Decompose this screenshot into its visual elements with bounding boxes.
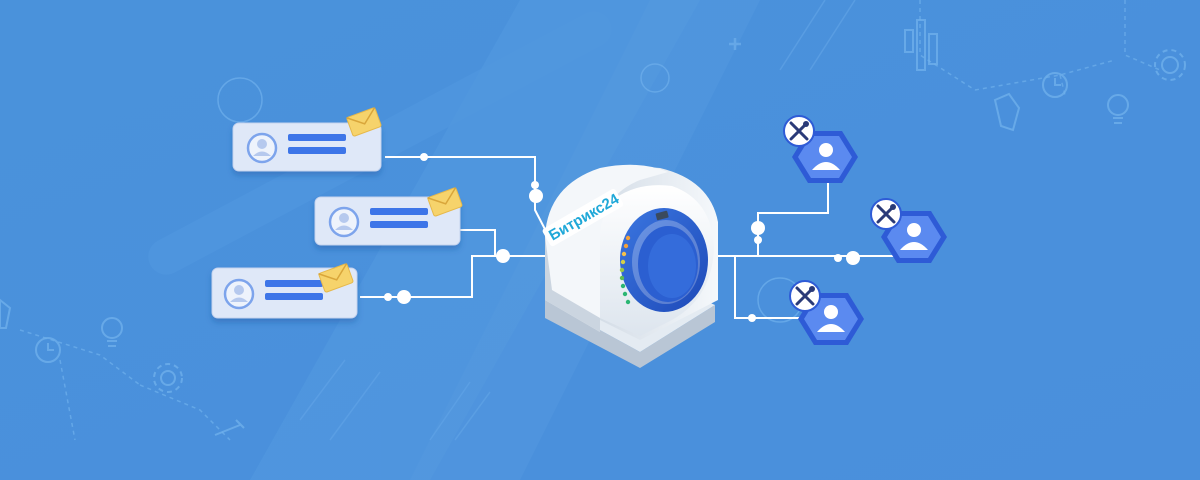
tools-icon — [790, 281, 820, 311]
user-avatar-icon — [225, 280, 253, 308]
tools-icon — [784, 116, 814, 146]
message-line — [370, 208, 428, 215]
user-avatar-icon — [330, 208, 358, 236]
message-line — [288, 134, 346, 141]
tools-icon — [871, 199, 901, 229]
user-avatar-icon — [248, 134, 276, 162]
message-line — [370, 221, 428, 228]
message-line — [265, 293, 323, 300]
message-line — [265, 280, 323, 287]
message-line — [288, 147, 346, 154]
